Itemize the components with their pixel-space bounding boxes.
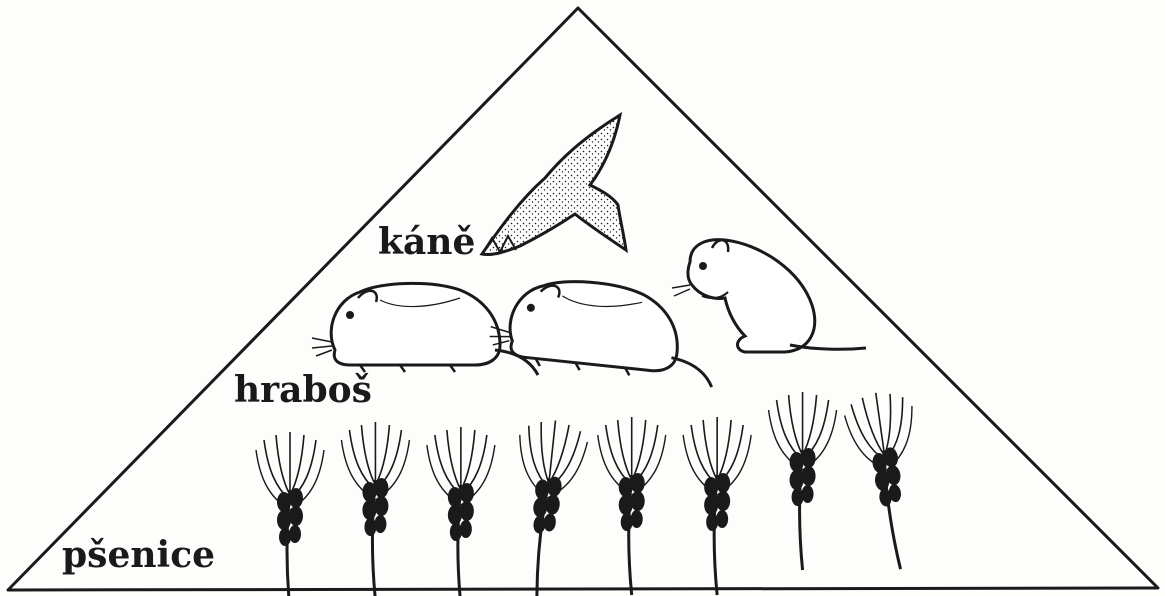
vole-icon bbox=[487, 272, 721, 387]
wheat-icon bbox=[341, 422, 409, 596]
level-label-producer: pšenice bbox=[62, 537, 215, 573]
wheat-icon bbox=[842, 388, 934, 574]
wheat-icon bbox=[598, 417, 666, 595]
wheat-icon bbox=[256, 432, 324, 596]
wheat-icon bbox=[683, 417, 751, 595]
wheat-icon bbox=[503, 417, 589, 596]
wheat-icon bbox=[427, 427, 495, 596]
level-label-herbivore: hraboš bbox=[234, 372, 372, 408]
vole-icon bbox=[312, 283, 538, 375]
wheat-icon bbox=[769, 392, 837, 570]
level-label-predator: káně bbox=[378, 224, 475, 260]
vole-icon bbox=[672, 240, 866, 352]
bird-icon bbox=[482, 115, 626, 255]
